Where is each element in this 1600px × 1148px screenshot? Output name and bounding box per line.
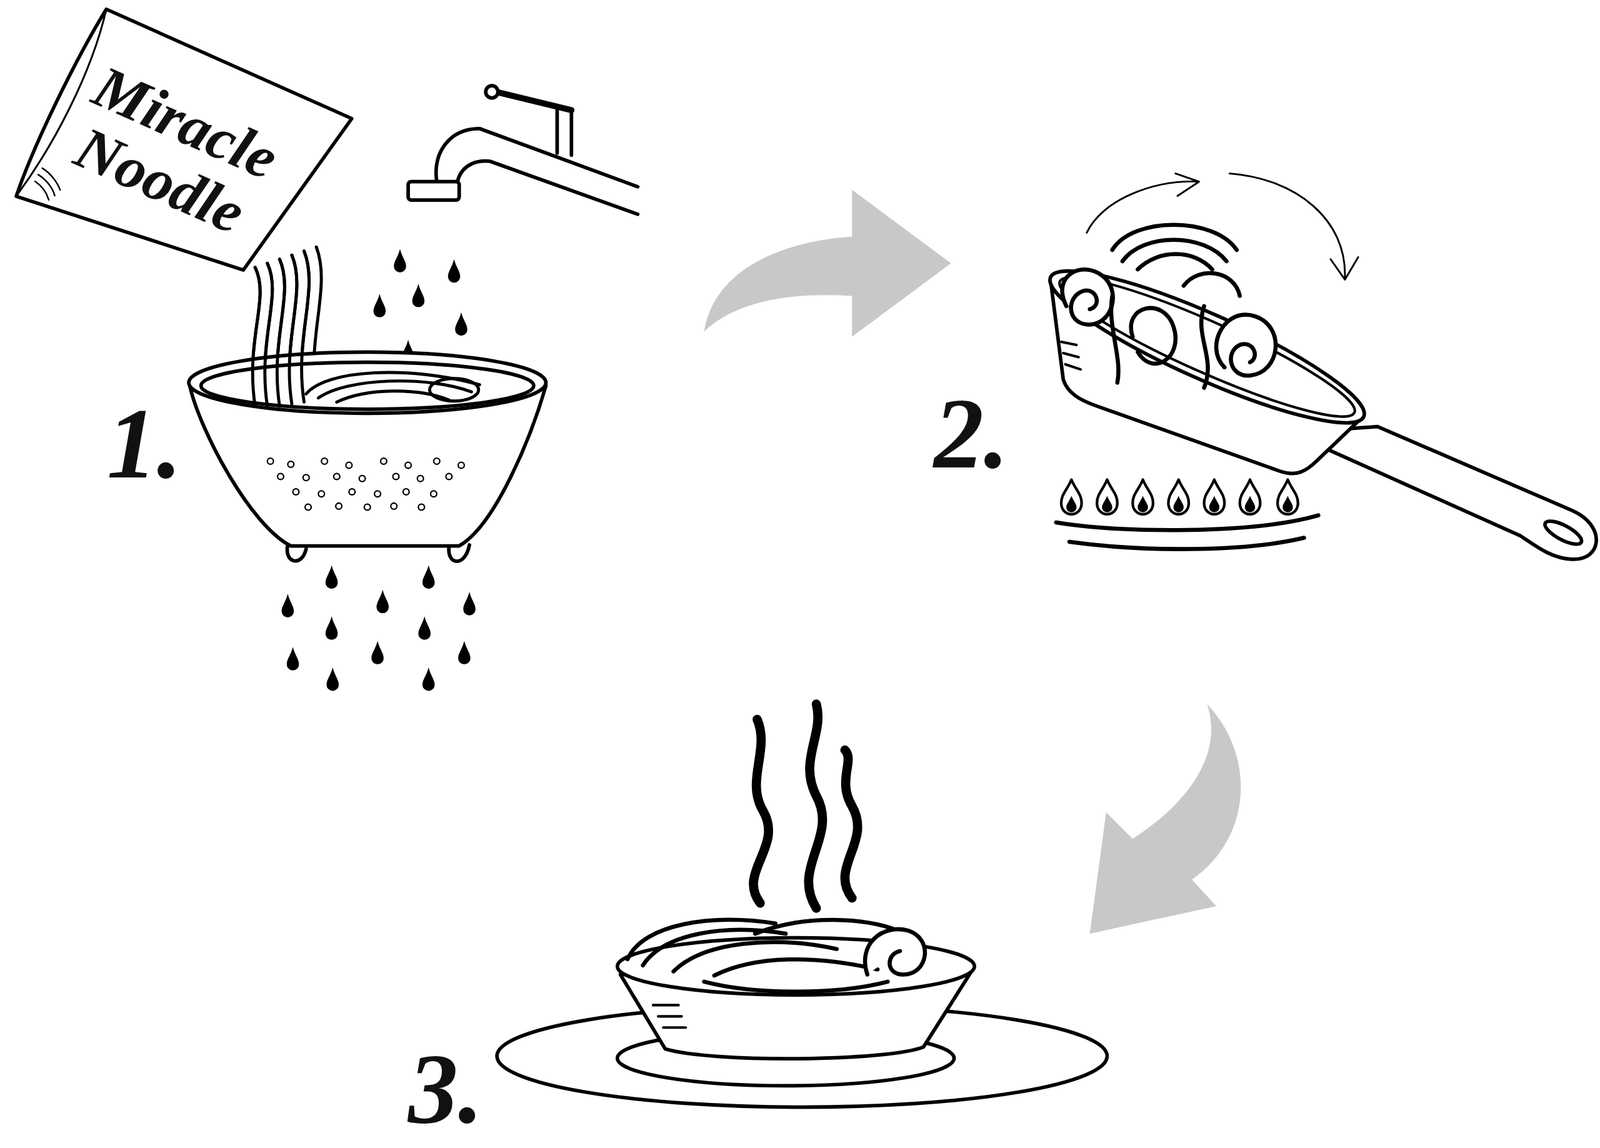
burner-flame <box>1168 479 1189 515</box>
colander-hole <box>287 461 294 468</box>
water-drop <box>393 248 407 273</box>
colander-hole <box>433 458 440 465</box>
step-number: 3. <box>408 1038 484 1139</box>
burner-flame <box>1277 479 1299 515</box>
noodle-swirl <box>1112 225 1237 270</box>
colander-hole <box>405 462 412 469</box>
noodle-swirl <box>1216 315 1276 376</box>
pan-handle-slot <box>1541 516 1585 549</box>
burner-flame <box>1061 479 1082 515</box>
colander-hole <box>390 503 397 510</box>
toss-arrow <box>1086 173 1200 234</box>
colander-hole <box>359 475 366 482</box>
pan-handle <box>1326 426 1597 560</box>
burner-flame <box>1240 479 1261 515</box>
colander-hole <box>321 458 328 465</box>
faucet-pipe <box>456 161 638 215</box>
colander-noodles <box>429 378 479 402</box>
water-drop <box>376 590 389 614</box>
burner-ring <box>1056 515 1319 550</box>
colander-hole <box>445 473 452 480</box>
colander-feet <box>286 545 470 562</box>
colander-hole <box>418 504 425 511</box>
water-drop <box>455 312 468 337</box>
faucet-handle <box>487 90 572 111</box>
pan-noodles <box>1062 225 1277 389</box>
water-drop <box>448 259 461 284</box>
colander-hole <box>430 490 437 497</box>
water-drop <box>463 591 476 616</box>
colander-hole <box>393 473 400 480</box>
noodle-strands <box>252 251 309 407</box>
colander-hole <box>318 490 325 497</box>
colander-hole <box>417 475 424 482</box>
water-drop <box>373 293 387 318</box>
water-drop <box>422 565 435 590</box>
colander-hole <box>458 462 465 469</box>
water-drop <box>422 667 435 692</box>
step-number: 1. <box>106 393 182 494</box>
package-body <box>14 5 352 309</box>
burner-flame <box>1132 479 1154 515</box>
colander-hole <box>364 504 371 511</box>
colander-hole <box>345 462 352 469</box>
step-number: 2. <box>933 383 1009 484</box>
colander-hole <box>380 458 387 465</box>
bowl-noodles <box>627 920 925 992</box>
burner-flame <box>1096 479 1118 515</box>
pan-hatch <box>1061 341 1081 370</box>
step-arrow <box>704 190 952 337</box>
water-drop <box>458 640 471 665</box>
noodle-swirl <box>1062 269 1114 325</box>
water-drop <box>412 283 425 308</box>
bowl-hatch <box>653 1005 686 1028</box>
water-drop <box>326 667 339 692</box>
colander-hole <box>333 473 340 480</box>
faucet-knob <box>485 85 499 99</box>
colander-hole <box>277 473 284 480</box>
colander-hole <box>335 503 342 510</box>
pan-rim-inner <box>1049 258 1365 436</box>
colander-hole <box>374 490 381 497</box>
colander-noodles <box>306 372 480 402</box>
step-number-box: 3. <box>408 1038 484 1139</box>
colander-hole <box>303 474 310 481</box>
colander-hole <box>348 488 355 495</box>
toss-arrow <box>1229 173 1359 280</box>
colander-hole <box>293 488 300 495</box>
colander-hole <box>267 458 274 465</box>
noodle-swirl <box>865 929 925 975</box>
water-drop <box>418 616 431 640</box>
colander-hole <box>305 504 312 511</box>
water-drop <box>286 646 300 671</box>
step-number-box: 1. <box>106 393 182 494</box>
water-drop <box>325 616 339 640</box>
colander-rim <box>188 351 546 414</box>
step-number-box: 2. <box>933 383 1009 484</box>
water-drop <box>325 565 339 590</box>
water-drop <box>281 593 295 618</box>
faucet-stem <box>556 110 572 155</box>
colander-hole <box>403 488 410 495</box>
steam <box>753 704 859 909</box>
burner-flame <box>1204 479 1225 515</box>
colander-rim-inner <box>201 362 534 410</box>
package-box: Miracle Noodle <box>9 0 360 314</box>
pan-rim <box>1037 247 1378 447</box>
water-drop <box>371 640 384 665</box>
step-arrow <box>1090 704 1242 934</box>
noodle-heap <box>627 920 899 992</box>
package-hatch <box>30 167 65 202</box>
faucet-nozzle <box>408 181 460 200</box>
